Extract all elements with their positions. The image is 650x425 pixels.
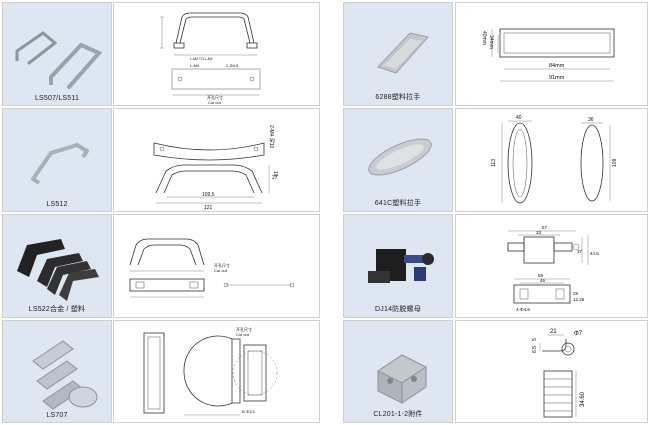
handle-illustration (32, 340, 98, 410)
handle-illustration (377, 32, 429, 74)
product-photo-dj14: DJ14防脱螺母 (343, 214, 453, 318)
cutout-label: 开孔尺寸 (214, 262, 230, 268)
drawing-641c: 40 113 36 109 (455, 108, 648, 212)
nut-illustration (368, 249, 434, 283)
dim-label: 46 (540, 278, 546, 283)
dim-label: 5 (532, 338, 538, 341)
dim-label: 10 (272, 171, 278, 177)
dim-label: 2-Φ4.5 (226, 63, 239, 68)
cutout-label-en: Cut out (236, 332, 250, 337)
dim-label: L-M4 (190, 63, 200, 68)
dim-label: 59 (538, 273, 544, 278)
dim-label: 57 (542, 225, 548, 230)
product-photo-cl201: CL201-1-2附件 (343, 320, 453, 423)
product-caption: CL201-1-2附件 (373, 411, 423, 418)
product-photo-ls512: LS512 (2, 108, 112, 212)
thread-label: 2-M4 深10 (268, 125, 275, 149)
drawing-ls522: 开孔尺寸 Cut out (113, 214, 320, 318)
handle-illustration (15, 31, 103, 89)
note-text: L-M4 TO L-M4 (190, 57, 213, 61)
product-caption: 641C塑料拉手 (374, 200, 422, 207)
dim-label: 33 (536, 230, 542, 235)
product-caption: DJ14防脱螺母 (375, 306, 421, 313)
dim-label: 40mm (481, 31, 487, 45)
product-caption: LS707 (46, 412, 68, 419)
product-photo-6288: 6288塑料拉手 (343, 2, 453, 106)
dim-label: 36 (588, 117, 594, 123)
cutout-label: 开孔尺寸 (207, 94, 223, 100)
drawing-cl201: 21 Φ7 5 6.5 34.60 (455, 320, 648, 423)
product-photo-ls707: LS707 (2, 320, 112, 423)
dim-label: 21 (550, 329, 557, 335)
dim-label: 12.25 (573, 297, 585, 302)
product-caption: 6288塑料拉手 (375, 94, 421, 101)
dim-label: 109 (612, 158, 618, 167)
product-caption: LS512 (46, 201, 68, 208)
cutout-label: 开孔尺寸 (236, 326, 252, 332)
dim-label: B-Φ3.5 (242, 409, 256, 414)
dim-label: 27 (272, 175, 278, 181)
dim-label: 113 (491, 159, 497, 167)
drawing-ls512: 2-M4 深10 10 27 109.5 121 (113, 108, 320, 212)
dim-label: 109.5 (202, 192, 215, 198)
drawing-dj14: 57 33 37 44.5 59 46 25 12.25 4-Φ4.5 (455, 214, 648, 318)
drawing-ls507: L-M4 TO L-M4 L-M4 2-Φ4.5 开孔尺寸 Cut out (113, 2, 320, 106)
product-caption: LS522合金 / 塑料 (28, 306, 86, 313)
product-caption: LS507/LS511 (34, 95, 80, 102)
dim-label: 121 (204, 205, 213, 211)
drawing-6288: 40mm 34mm 84mm 91mm (455, 2, 648, 106)
dim-label: 34.60 (580, 391, 586, 407)
hinge-illustration (377, 354, 427, 404)
dim-label: 34mm (488, 35, 494, 49)
product-photo-ls522: LS522合金 / 塑料 (2, 214, 112, 318)
cutout-label-en: Cut out (214, 268, 228, 273)
dim-label: 25 (573, 291, 579, 296)
dim-label: 44.5 (590, 251, 599, 256)
dim-label: Φ7 (574, 331, 583, 337)
product-photo-ls507: LS507/LS511 (2, 2, 112, 106)
handle-illustration (17, 239, 99, 301)
dim-label: 40 (516, 115, 522, 121)
dim-label: 37 (577, 249, 583, 254)
drawing-ls707: 开孔尺寸 Cut out B-Φ3.5 (113, 320, 320, 423)
handle-illustration (368, 138, 432, 176)
dim-label: 84mm (549, 63, 565, 69)
handle-illustration (31, 142, 89, 185)
dim-label: 6.5 (532, 346, 538, 353)
dim-label: 4-Φ4.5 (516, 307, 530, 312)
cutout-label-en: Cut out (208, 100, 222, 105)
product-photo-641c: 641C塑料拉手 (343, 108, 453, 212)
dim-label: 91mm (549, 75, 565, 81)
